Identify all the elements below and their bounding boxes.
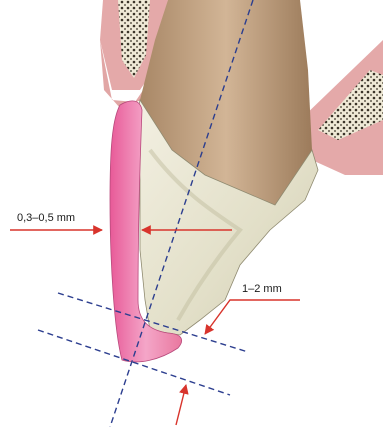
- incisal-arrow-bottom: [176, 385, 186, 425]
- veneer-thickness-label: 0,3–0,5 mm: [17, 212, 75, 224]
- tooth: [136, 0, 318, 335]
- incisal-reduction-label: 1–2 mm: [242, 283, 282, 295]
